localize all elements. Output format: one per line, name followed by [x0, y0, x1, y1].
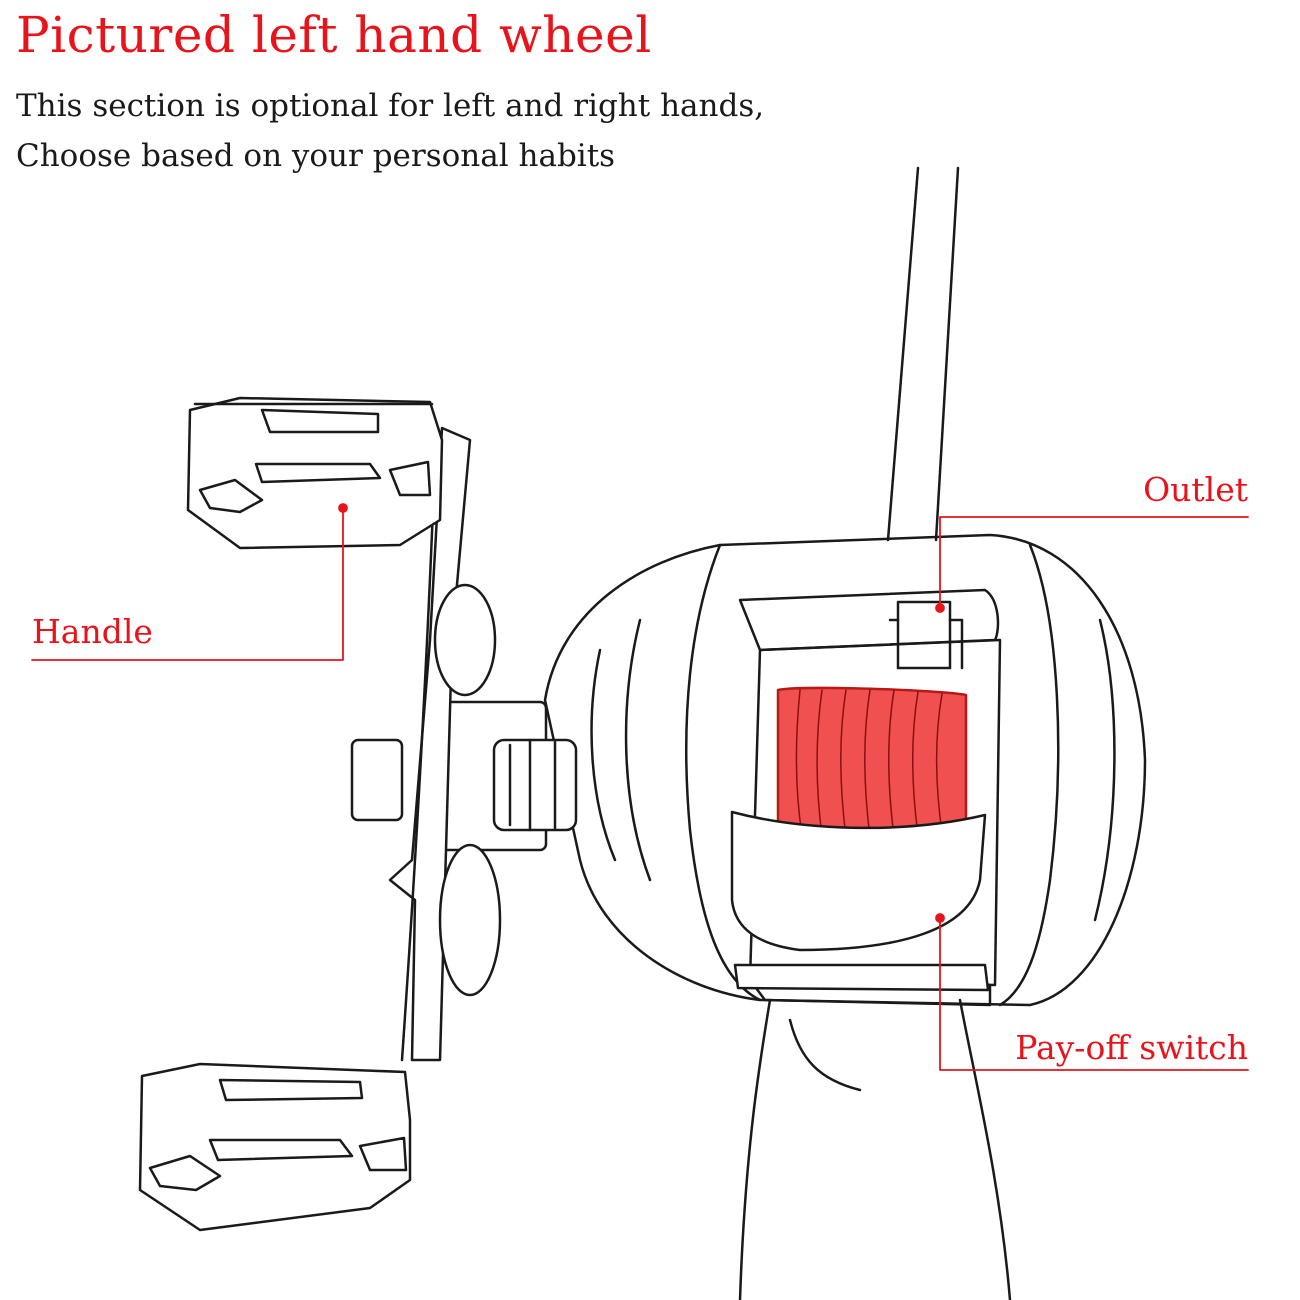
reel-body: [543, 533, 1147, 1007]
crank-arm: [388, 426, 502, 1062]
handle-callout-leader: [31, 503, 348, 661]
payoff-switch-label: Pay-off switch: [1015, 1028, 1248, 1067]
subtitle-line-1: This section is optional for left and ri…: [16, 88, 765, 124]
payoff-callout-leader: [935, 913, 1249, 1071]
line-spool: [776, 686, 968, 838]
handle-label: Handle: [32, 612, 153, 651]
page-title: Pictured left hand wheel: [16, 6, 652, 64]
handle-axle: [350, 700, 578, 852]
line-outlet-guide: [888, 600, 964, 670]
reel-grip: [738, 998, 1012, 1300]
outlet-label: Outlet: [1143, 470, 1248, 509]
payoff-switch: [730, 810, 990, 992]
subtitle-line-2: Choose based on your personal habits: [16, 138, 616, 174]
outlet-callout-leader: [935, 516, 1249, 613]
fishing-rod: [886, 166, 960, 542]
bottom-handle-knob: [138, 1062, 412, 1232]
top-handle-knob: [186, 396, 444, 550]
